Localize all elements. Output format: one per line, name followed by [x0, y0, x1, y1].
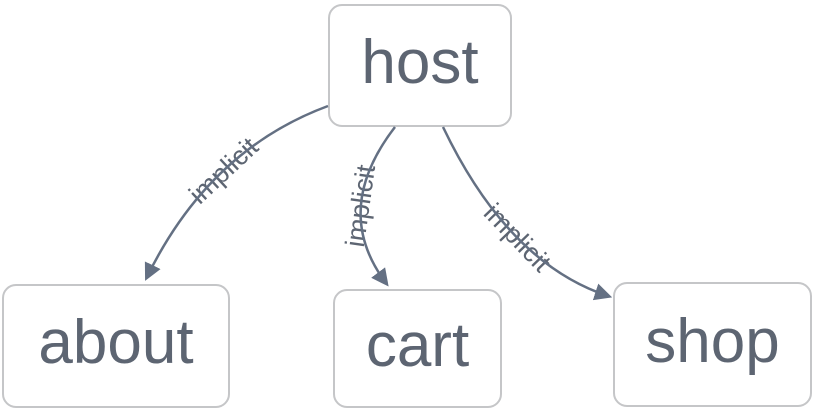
edge-label-host-cart: implicit	[339, 162, 382, 249]
edge-host-shop	[441, 126, 613, 301]
node-host: host	[328, 4, 512, 127]
node-about-label: about	[38, 308, 194, 377]
node-host-label: host	[361, 27, 479, 97]
node-shop-label: shop	[645, 306, 780, 376]
node-cart-label: cart	[365, 310, 470, 380]
node-about: about	[2, 284, 230, 408]
edge-host-about	[144, 104, 329, 281]
node-cart: cart	[333, 289, 502, 408]
edge-label-host-about: implicit	[183, 131, 265, 210]
edge-label-host-shop: implicit	[477, 197, 557, 278]
node-shop: shop	[613, 282, 812, 407]
